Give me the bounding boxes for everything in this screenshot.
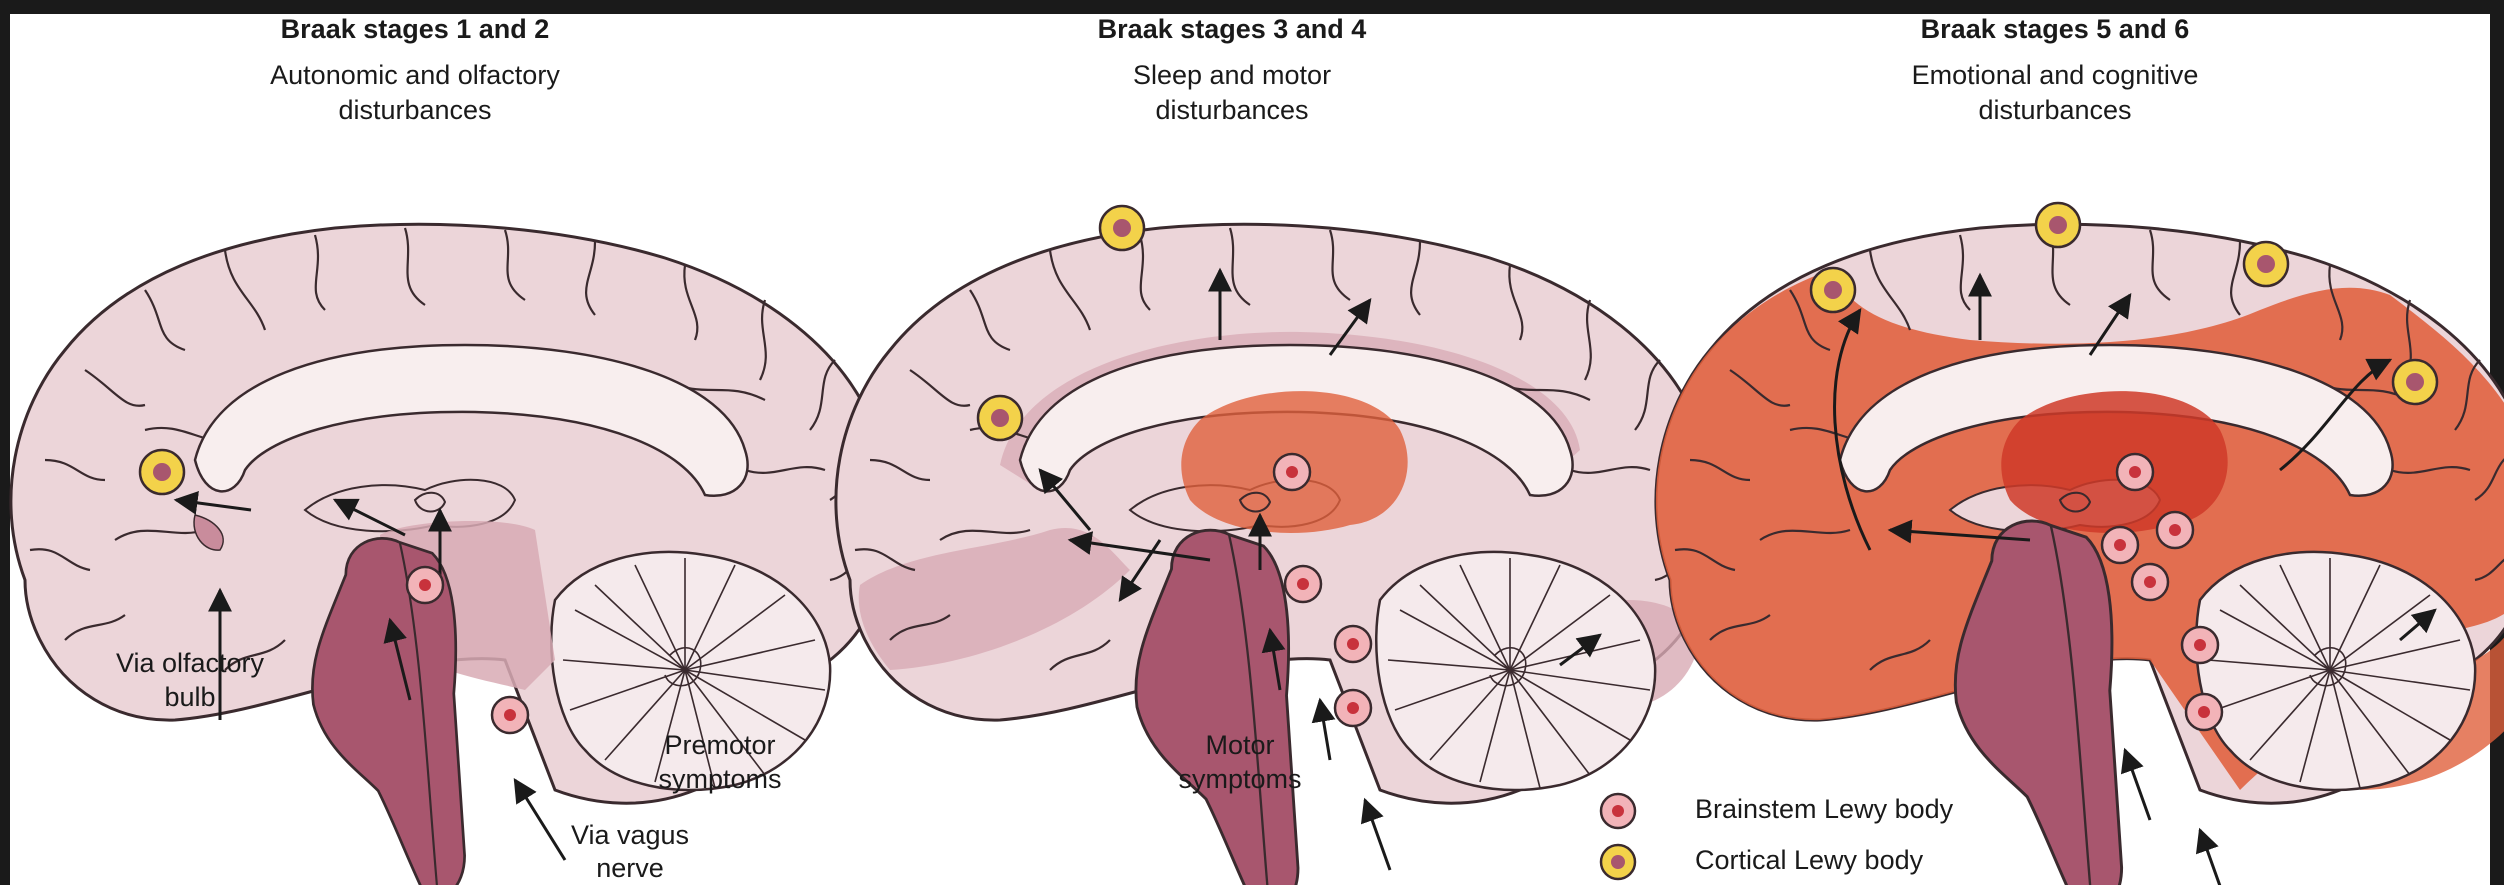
legend-cortical-marker [1601,845,1635,879]
legend-brainstem-label: Brainstem Lewy body [1695,794,2115,826]
brain-panel-3 [1656,203,2504,885]
brainstem-lewy-body-p2-c [1335,626,1371,662]
brainstem-lewy-body-p3-b [2157,512,2193,548]
vagus-label-line2: nerve [500,853,760,885]
vagus-label-line1: Via vagus [500,820,760,852]
brainstem-lewy-body-p3-a [2117,454,2153,490]
legend-brainstem-marker [1601,794,1635,828]
brainstem-lewy-body-p2-d [1335,690,1371,726]
premotor-label-line1: Premotor [610,730,830,762]
cortical-lewy-body-p3-a [1811,268,1855,312]
brainstem-lewy-body-p3-d [2132,564,2168,600]
brainstem-lewy-body-p2-a [1274,454,1310,490]
cortical-lewy-body-p2-b [978,396,1022,440]
brainstem-lewy-body-p3-f [2186,694,2222,730]
cortical-lewy-body-p2-a [1100,206,1144,250]
motor-label-line1: Motor [1130,730,1350,762]
brainstem-lewy-body-p3-e [2182,627,2218,663]
brainstem-lewy-body-p3-c [2102,527,2138,563]
premotor-label-line2: symptoms [610,764,830,796]
brainstem-lewy-body-p2-b [1285,566,1321,602]
motor-label-line2: symptoms [1130,764,1350,796]
cortical-lewy-body-p3-d [2393,360,2437,404]
cortical-lewy-body-p3-c [2244,242,2288,286]
brainstem-lewy-body-p1-b [492,697,528,733]
cortical-lewy-body-p1 [140,450,184,494]
legend-cortical-label: Cortical Lewy body [1695,845,2115,877]
olfactory-label-line1: Via olfactory [60,648,320,680]
cortical-lewy-body-p3-b [2036,203,2080,247]
brainstem-lewy-body-p1-a [407,567,443,603]
olfactory-label-line2: bulb [60,682,320,714]
